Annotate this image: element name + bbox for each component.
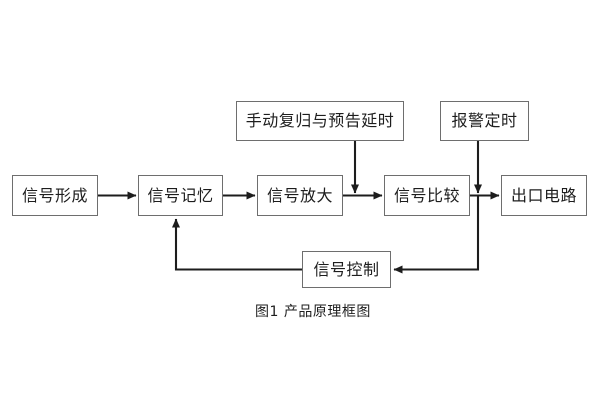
node-label: 报警定时	[451, 111, 518, 130]
node-signal-formation[interactable]: 信号形成	[12, 175, 98, 216]
node-manual-reset-delay[interactable]: 手动复归与预告延时	[236, 101, 404, 141]
node-label: 信号形成	[21, 185, 88, 205]
node-signal-memory[interactable]: 信号记忆	[138, 175, 223, 216]
node-output-circuit[interactable]: 出口电路	[501, 175, 587, 216]
node-label: 出口电路	[510, 185, 577, 205]
node-label: 手动复归与预告延时	[245, 111, 395, 130]
connector-output-branch-to-control	[393, 195, 480, 274]
figure-caption: 图1 产品原理框图	[255, 304, 371, 320]
node-label: 信号比较	[393, 185, 460, 205]
connector-control-to-memory	[172, 218, 302, 271]
node-signal-amplification[interactable]: 信号放大	[257, 175, 343, 216]
node-label: 信号控制	[313, 259, 380, 279]
node-label: 信号放大	[266, 185, 333, 205]
node-signal-comparison[interactable]: 信号比较	[384, 175, 470, 216]
node-signal-control[interactable]: 信号控制	[302, 251, 391, 288]
node-alarm-timer[interactable]: 报警定时	[440, 101, 529, 141]
node-label: 信号记忆	[147, 185, 214, 205]
